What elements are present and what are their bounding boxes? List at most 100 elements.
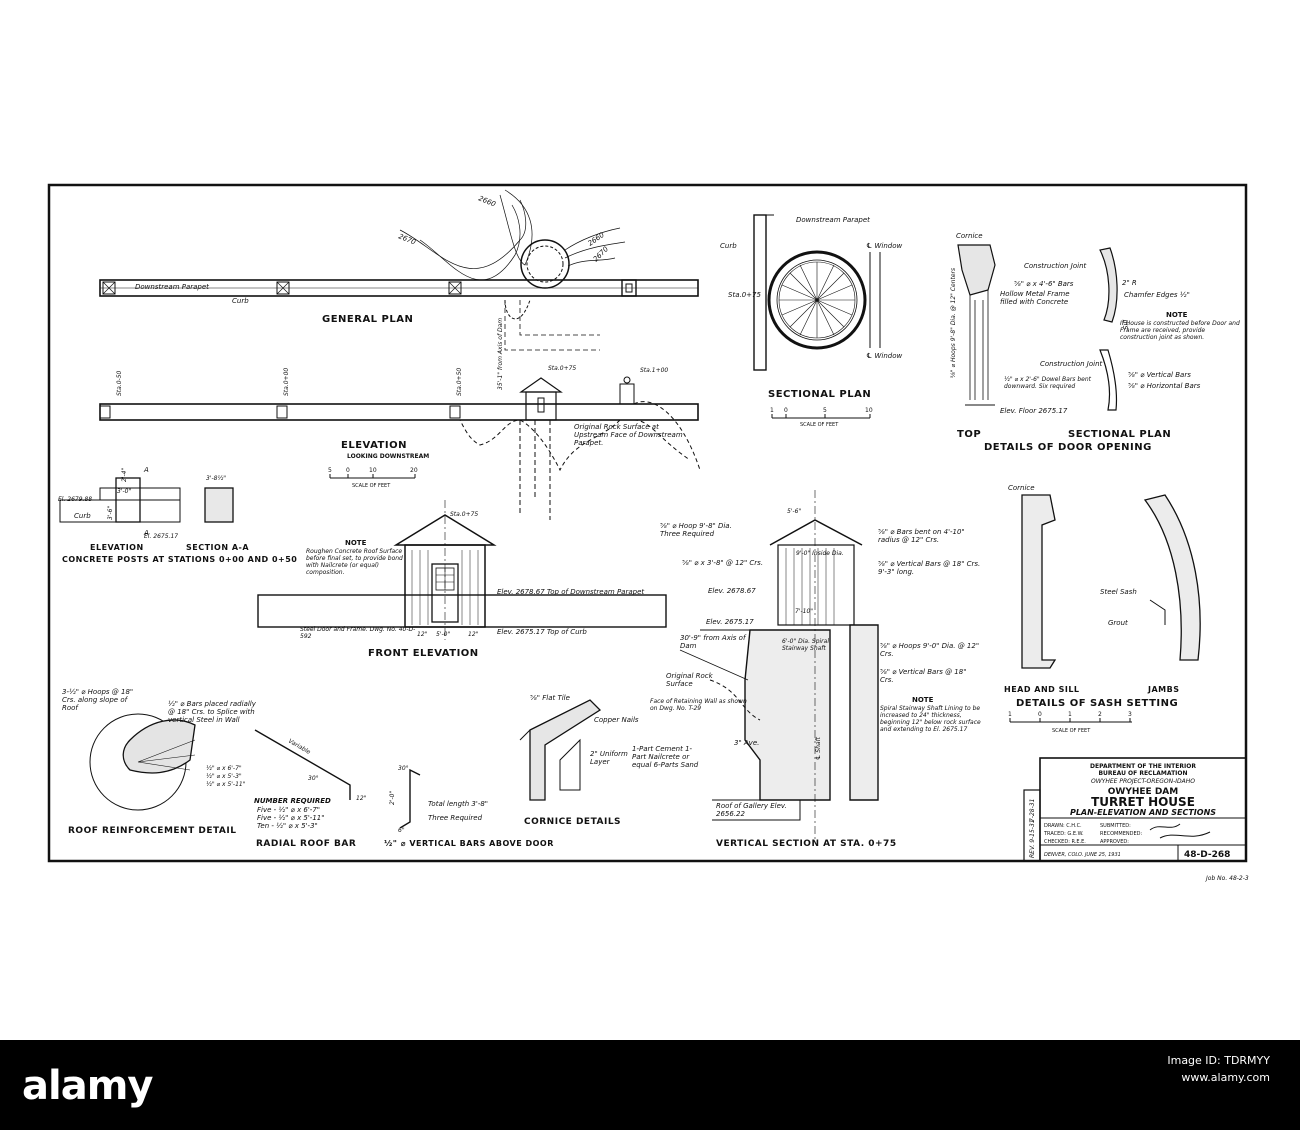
- top-title: TOP: [957, 429, 981, 440]
- tb-dam: OWYHEE DAM: [1108, 787, 1178, 797]
- angle-30b-label: 30°: [398, 765, 409, 772]
- number-required-3: Ten - ½" ⌀ x 5'-3": [257, 822, 318, 830]
- tb-dept: DEPARTMENT OF THE INTERIOR: [1090, 763, 1196, 770]
- elev-scale-caption: SCALE OF FEET: [352, 483, 391, 489]
- bars-3-8-label: ⅝" ⌀ x 3'-8" @ 12" Crs.: [682, 559, 763, 567]
- grout-label: Grout: [1108, 619, 1128, 627]
- dim-5-0-label: 5'-0": [436, 631, 450, 638]
- radial-roof-bar-title: RADIAL ROOF BAR: [256, 839, 356, 849]
- curb-label: Curb: [232, 297, 249, 305]
- number-required-label: NUMBER REQUIRED: [254, 797, 331, 805]
- tb-checked: CHECKED: R.E.E.: [1044, 839, 1086, 845]
- three-required-label: Three Required: [428, 814, 483, 822]
- cornice-details-title: CORNICE DETAILS: [524, 817, 621, 827]
- concrete-posts-title: CONCRETE POSTS AT STATIONS 0+00 AND 0+50: [62, 555, 297, 564]
- image-id: Image ID: TDRMYY: [1167, 1054, 1270, 1067]
- el-2679-88-label: El. 2679.88: [58, 496, 92, 503]
- contour-2670-label: 2670: [397, 232, 417, 246]
- hoops-98-label: ⅝" ⌀ Hoops 9'-8" Dia. @ 12" Centers: [950, 268, 957, 378]
- roof-reinforcement-title: ROOF REINFORCEMENT DETAIL: [68, 826, 236, 836]
- original-rock-label: Original Rock Surface at Upstream Face o…: [574, 423, 683, 447]
- job-number: Job No. 48-2-3: [1205, 875, 1249, 882]
- cornice-2-label: Cornice: [1008, 484, 1035, 492]
- contour-2660-label: 2660: [477, 194, 497, 208]
- door-note-text: If House is constructed before Door and …: [1120, 320, 1240, 341]
- sta-0-00-label: Sta.0+00: [283, 368, 290, 396]
- downstream-parapet-label: Downstream Parapet: [135, 283, 209, 291]
- axis-of-dam-label: 35'-1" from Axis of Dam: [497, 318, 504, 390]
- drawing-sheet: Downstream Parapet Curb 2660 2670 2660 2…: [47, 183, 1249, 882]
- elevation-scale-bar: [329, 474, 416, 479]
- number-required-2: Five - ½" ⌀ x 5'-11": [257, 814, 324, 822]
- site-url: www.alamy.com: [1181, 1071, 1270, 1084]
- sta-0-50-label: Sta.0+50: [456, 368, 463, 396]
- dim-3-8-label: 3'-8½": [206, 475, 226, 482]
- engineering-drawing: Downstream Parapet Curb 2660 2670 2660 2…: [47, 183, 1249, 882]
- sash-scale-tick-0: 0: [1038, 711, 1042, 718]
- vertical-bars-18-label: ⅝" ⌀ Vertical Bars @ 18" Crs. 9'-3" long…: [878, 560, 981, 576]
- curb-3-label: Curb: [74, 512, 91, 520]
- watermark-footer: [0, 1040, 1300, 1130]
- door-opening-details: [957, 244, 1118, 411]
- plan-scale-tick-0: 0: [784, 407, 788, 414]
- looking-downstream-caption: LOOKING DOWNSTREAM: [347, 453, 429, 460]
- hoops-98b-label: ⅝" ⌀ Hoop 9'-8" Dia. Three Required: [660, 522, 732, 538]
- shaft-note-heading: NOTE: [912, 696, 934, 704]
- roof-note-heading: NOTE: [345, 539, 367, 547]
- vertical-section: [679, 490, 879, 840]
- door-note-heading: NOTE: [1166, 311, 1188, 319]
- dim-2-0-label: 2'-0": [389, 791, 396, 805]
- dim-12c-label: 12": [356, 795, 367, 802]
- sectional-plan-2-title: SECTIONAL PLAN: [1068, 429, 1171, 440]
- vertical-bars-small-label: ⅝" ⌀ Vertical Bars: [1128, 371, 1191, 379]
- section-a-mark: A: [143, 466, 149, 474]
- vertical-bars-above-door: [399, 768, 421, 829]
- number-required-1: Five - ½" ⌀ x 6'-7": [257, 806, 320, 814]
- title-block: [1023, 757, 1247, 862]
- tb-name: TURRET HOUSE: [1091, 795, 1195, 809]
- elevation-small-title: ELEVATION: [90, 543, 144, 552]
- cornice-label: Cornice: [956, 232, 983, 240]
- signatures: [1149, 823, 1211, 839]
- vertical-bars-title: ½" ⌀ VERTICAL BARS ABOVE DOOR: [384, 838, 554, 848]
- elev-2675-17-label: Elev. 2675.17 Top of Curb: [497, 628, 587, 636]
- general-plan: [99, 189, 699, 351]
- dim-3-6-label: 3'-6": [107, 506, 114, 520]
- original-rock-2-label: Original Rock Surface: [666, 672, 713, 688]
- elevation-view: [99, 376, 701, 520]
- sheet-border: [47, 183, 1248, 863]
- hoops-9-0-label: ⅝" ⌀ Hoops 9'-0" Dia. @ 12" Crs.: [880, 642, 980, 658]
- cornice-details: [519, 699, 602, 801]
- downstream-parapet-2-label: Downstream Parapet: [796, 216, 870, 224]
- footer-image-info: Image ID: TDRMYY www.alamy.com: [1167, 1052, 1270, 1086]
- elev-scale-tick-10: 10: [369, 467, 377, 474]
- uniform-layer-label: 2" Uniform Layer: [590, 750, 628, 766]
- construction-joint-label: Construction Joint: [1024, 262, 1087, 270]
- variable-label: Variable: [287, 738, 312, 756]
- flat-tile-label: ⅝" Flat Tile: [530, 694, 570, 702]
- alamy-logo: alamy: [22, 1063, 153, 1109]
- details-door-opening-title: DETAILS OF DOOR OPENING: [984, 442, 1152, 453]
- sta-0-75b-label: Sta.0+75: [548, 365, 576, 372]
- b-5-11-label: ½" ⌀ x 5'-11": [206, 781, 246, 788]
- curb-2-label: Curb: [720, 242, 737, 250]
- steel-door-label: Steel Door and Frame. Dwg. No. 40-D-592: [300, 626, 416, 640]
- elev-2678-67b-label: Elev. 2678.67: [708, 587, 756, 595]
- front-elevation: [257, 500, 667, 640]
- tb-recommended: RECOMMENDED:: [1100, 831, 1142, 837]
- vertical-bars-18b-label: ⅝" ⌀ Vertical Bars @ 18" Crs.: [880, 668, 967, 684]
- plan-scale-caption: SCALE OF FEET: [800, 422, 839, 428]
- sta-0-75c-label: Sta.0+75: [450, 511, 478, 518]
- concrete-post-elevation: [59, 477, 234, 523]
- radial-roof-bar: [254, 729, 351, 800]
- axis-dam-2-label: 30'-9" from Axis of Dam: [680, 634, 746, 650]
- horizontal-bars-small-label: ⅝" ⌀ Horizontal Bars: [1128, 382, 1201, 390]
- sectional-plan-title: SECTIONAL PLAN: [768, 389, 871, 400]
- window-2-label: ℄ Window: [866, 352, 903, 360]
- r2-label: 2" R: [1122, 279, 1137, 287]
- tb-approved: APPROVED:: [1100, 839, 1129, 845]
- head-and-sill-title: HEAD AND SILL: [1004, 685, 1080, 694]
- elev-2678-67-label: Elev. 2678.67 Top of Downstream Parapet: [497, 588, 644, 596]
- general-plan-title: GENERAL PLAN: [322, 314, 413, 325]
- vertical-section-title: VERTICAL SECTION AT STA. 0+75: [716, 839, 897, 849]
